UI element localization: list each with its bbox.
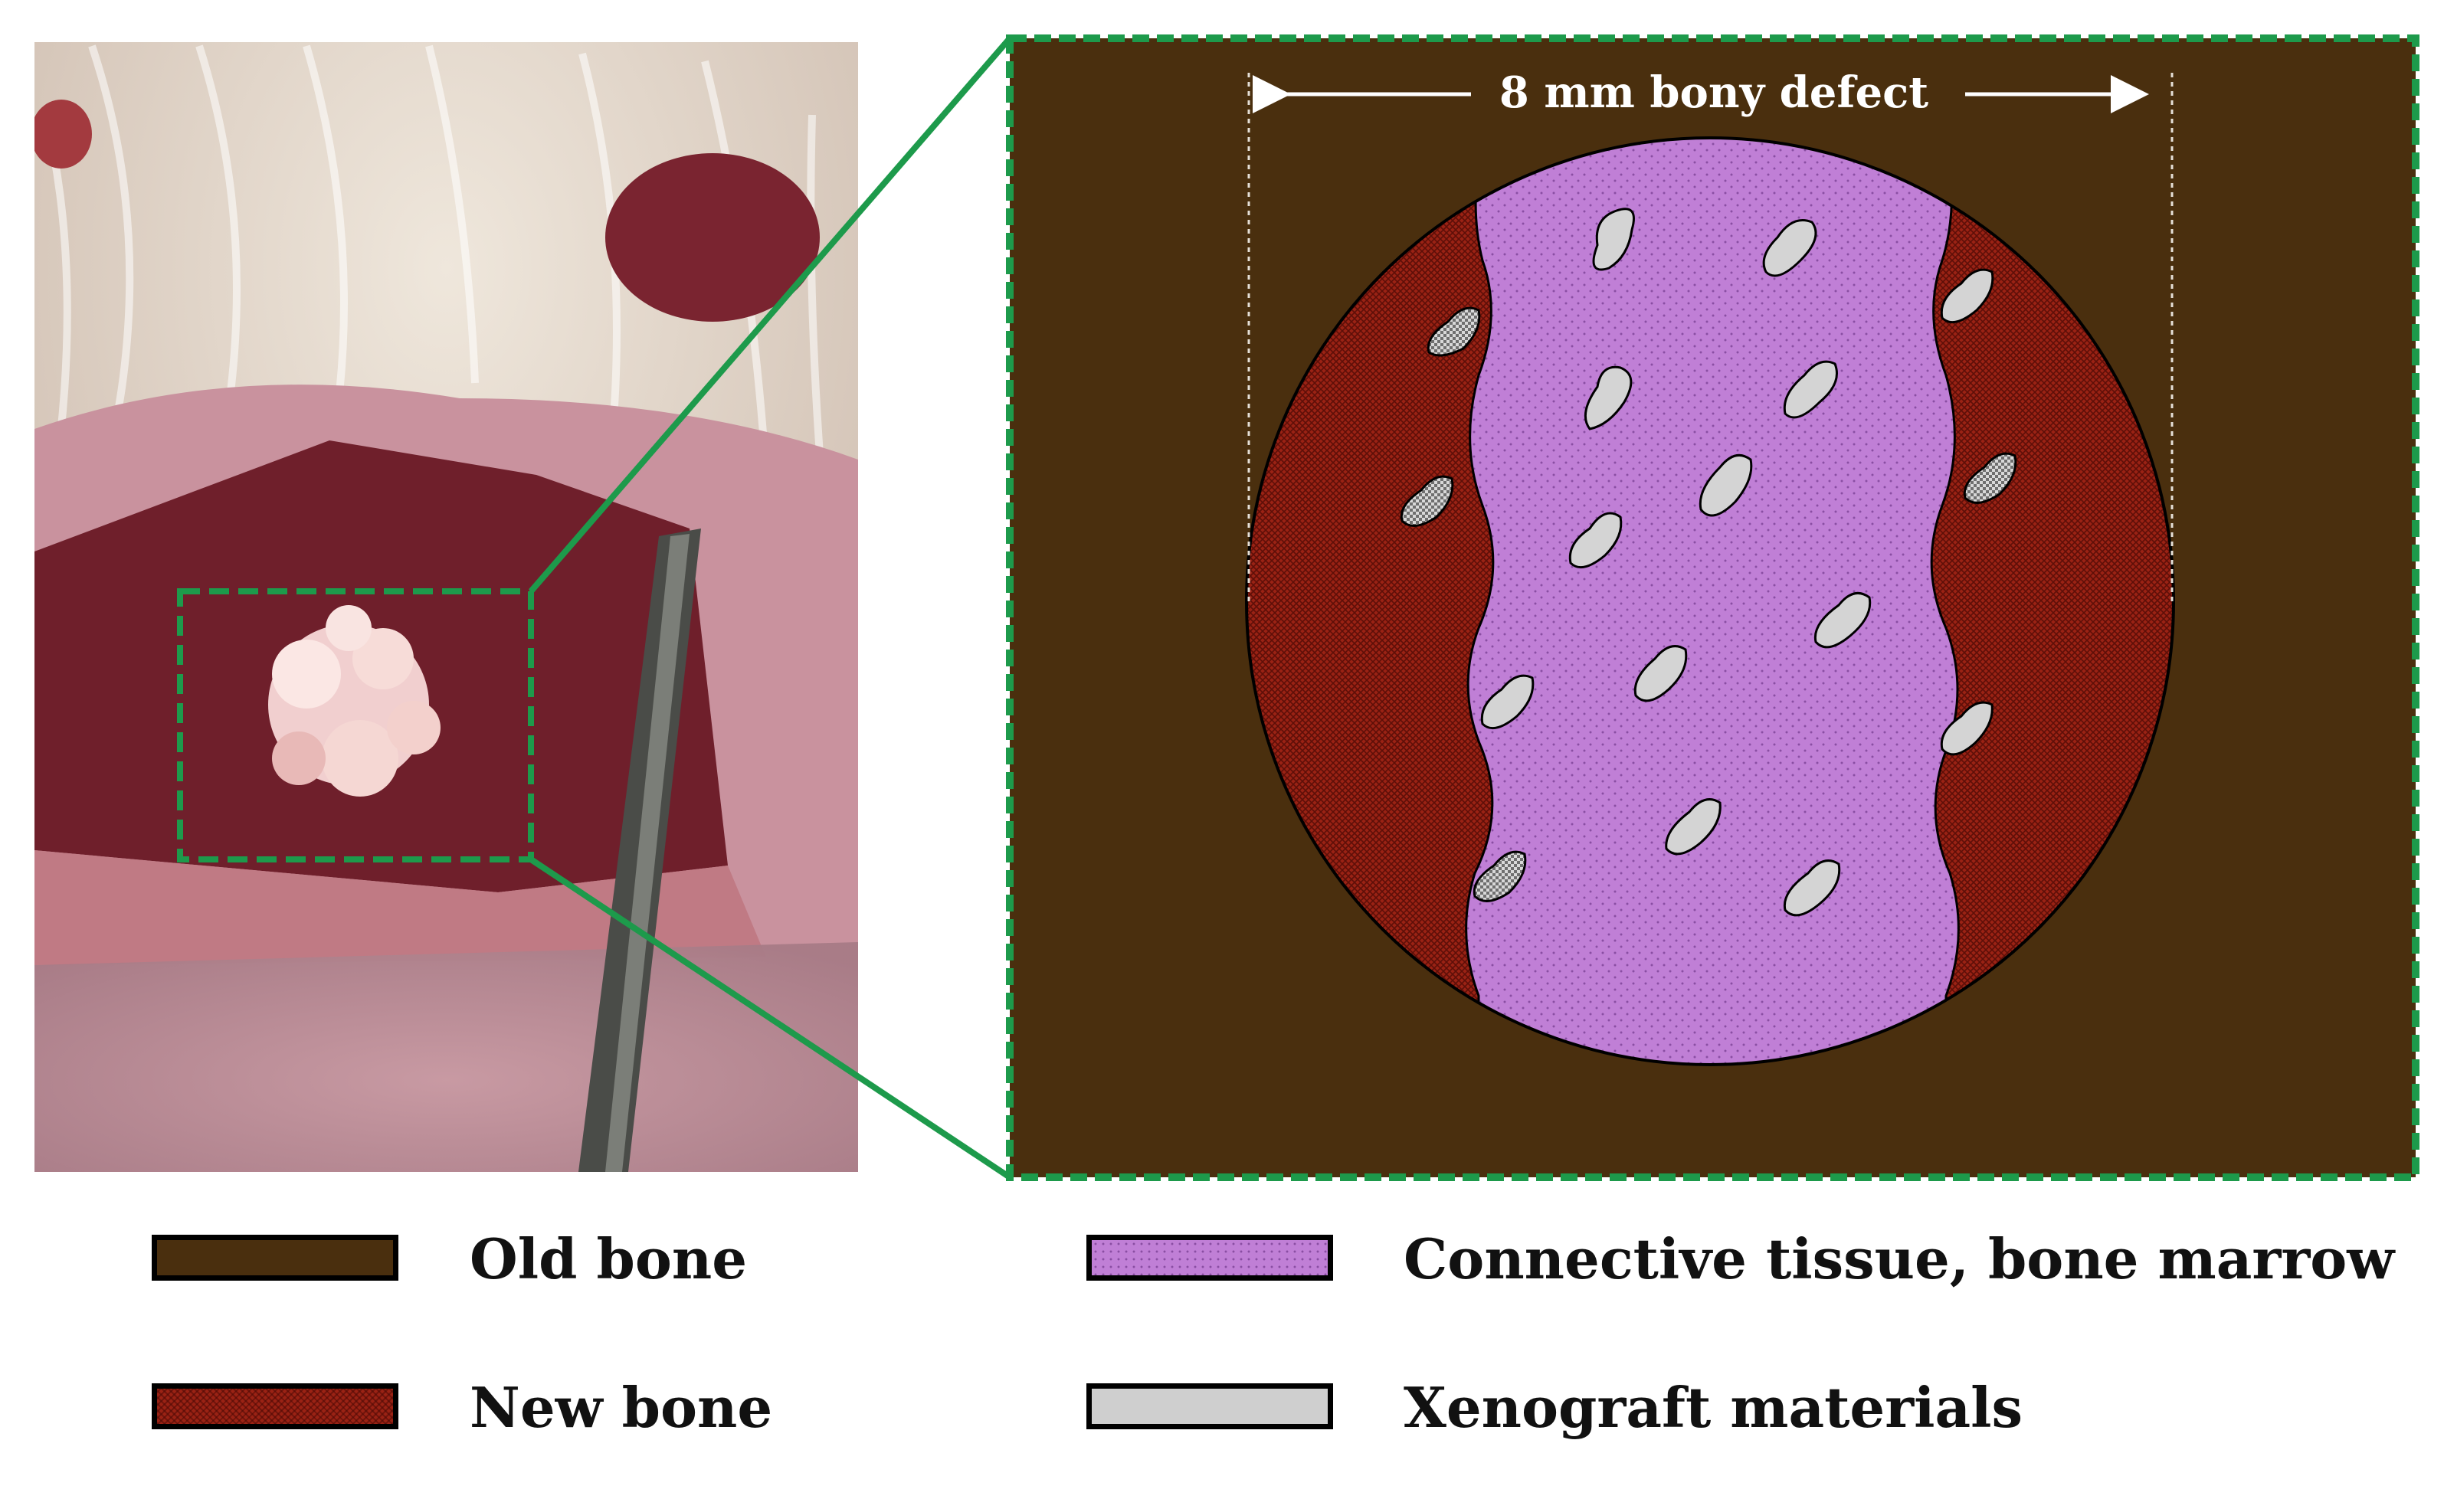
- graft-material: [268, 605, 441, 797]
- legend-swatch-xenograft: [1086, 1383, 1333, 1429]
- legend-label-old-bone: Old bone: [470, 1226, 748, 1291]
- connector-line-bottom: [529, 856, 1012, 1180]
- legend-label-new-bone: New bone: [470, 1375, 773, 1440]
- defect-size-label: 8 mm bony defect: [1499, 67, 1928, 118]
- connective-tissue-region: [1465, 138, 1960, 1065]
- legend-label-connective-tissue: Connective tissue, bone marrow: [1404, 1226, 2395, 1291]
- connector-line-top: [528, 36, 1013, 594]
- schematic-frame: [1006, 34, 2419, 1181]
- highlight-box: [177, 588, 534, 862]
- xenograft-particles: [1480, 208, 1994, 917]
- defect-outline: [1245, 136, 2175, 1066]
- legend-swatch-new-bone: [152, 1383, 398, 1429]
- legend-swatch-old-bone: [152, 1235, 398, 1281]
- schematic-panel: 8 mm bony defect: [1006, 34, 2419, 1181]
- surgical-photo: [34, 42, 858, 1172]
- legend-label-xenograft: Xenograft materials: [1404, 1375, 2023, 1440]
- legend-swatch-connective-tissue: [1086, 1235, 1333, 1281]
